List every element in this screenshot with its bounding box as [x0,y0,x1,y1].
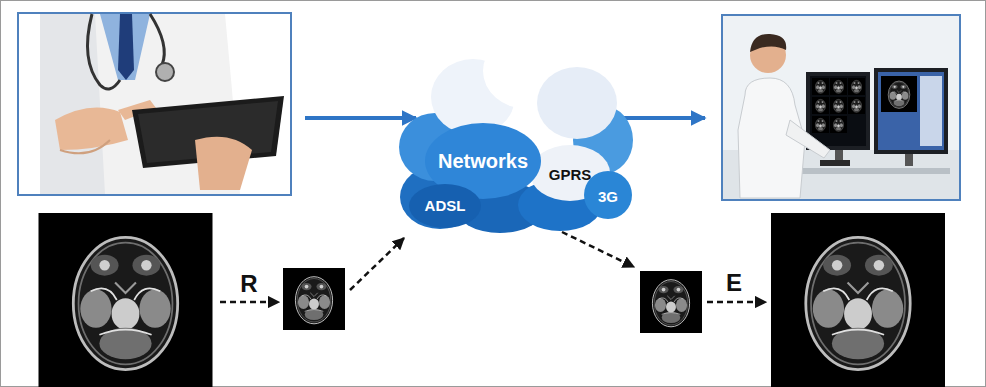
step-label: E [726,270,742,296]
dashed-arrow [220,301,279,304]
dashed-arrow [562,232,634,267]
step-label: R [240,271,257,297]
mri-received [640,271,702,333]
network-label: Networks [438,150,528,172]
mri-original [39,213,213,387]
flow-arrow [305,116,416,120]
dashed-arrow [707,301,766,304]
dashed-arrow [350,238,404,290]
cloud-puff [409,184,481,228]
mri-reduced [283,268,345,330]
network-cloud: NetworksGPRS ADSL 3G [395,25,635,235]
doctor-photo [18,13,291,195]
network-type: ADSL [425,198,466,215]
radiologist-photo [722,15,960,200]
network-type: GPRS [549,167,592,184]
mri-enlarged [771,213,945,387]
cloud-puff [537,67,617,139]
network-type: 3G [598,189,618,206]
